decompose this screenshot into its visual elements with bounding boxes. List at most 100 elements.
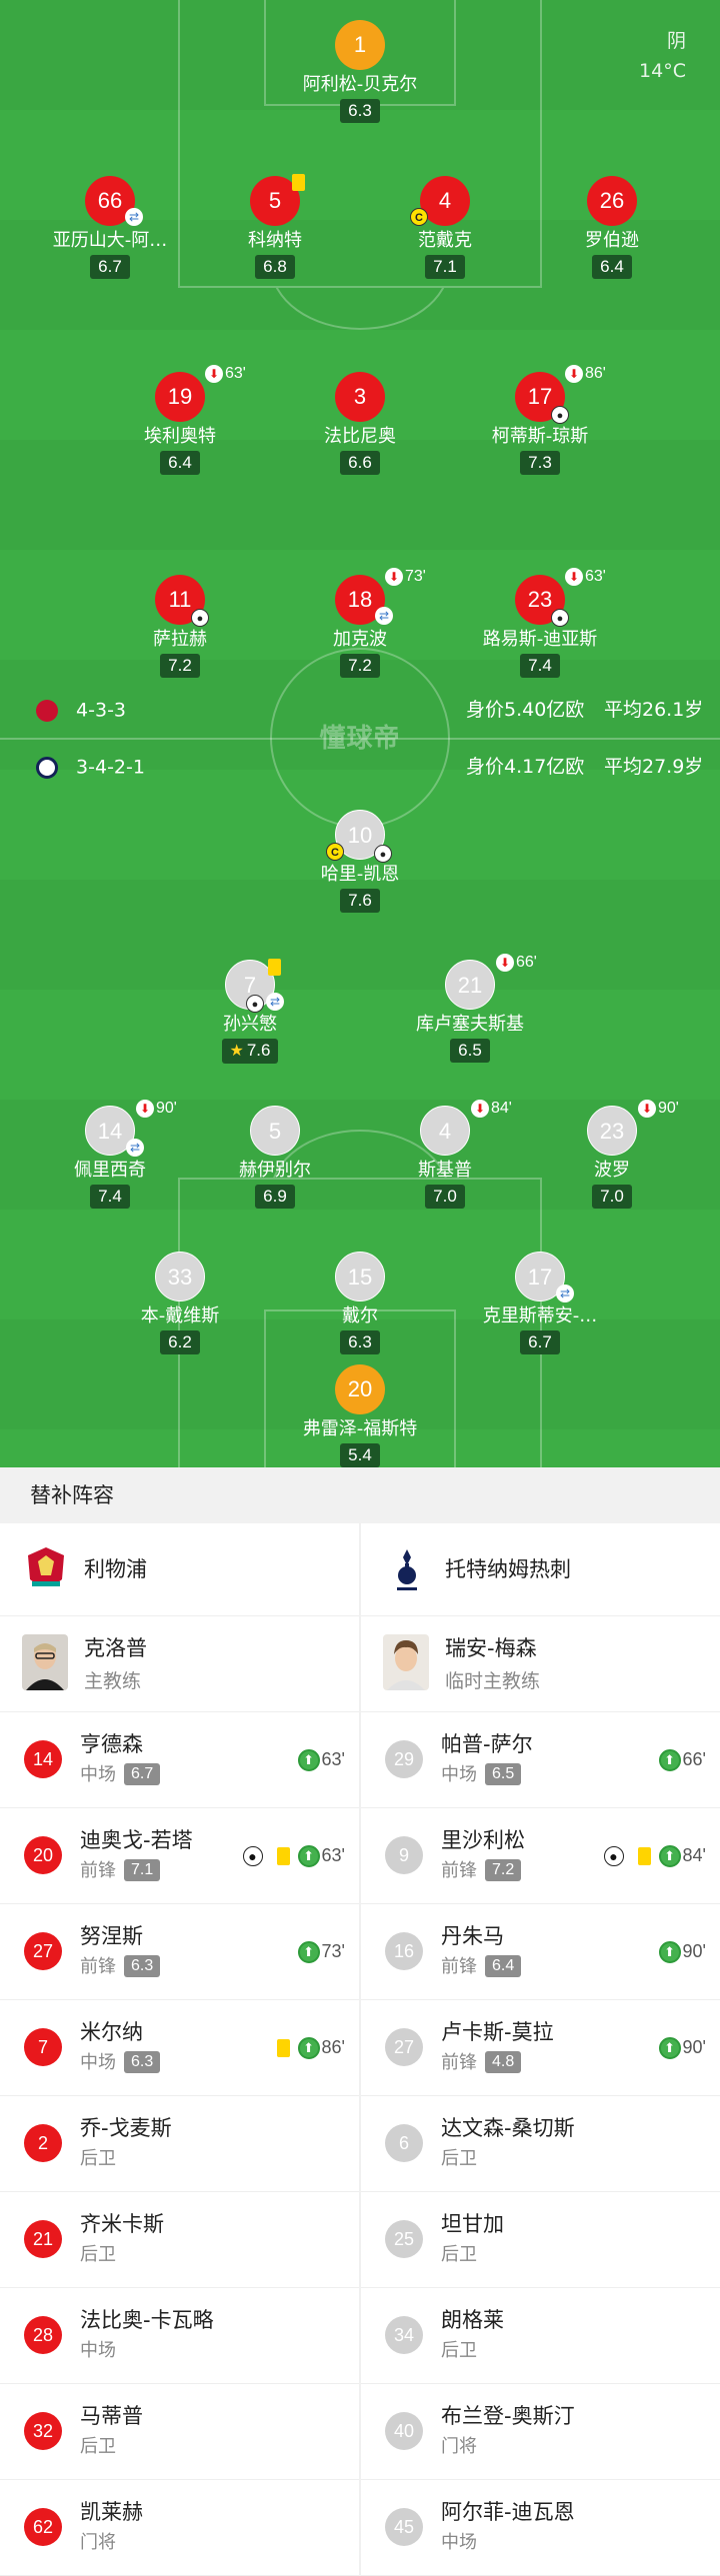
- sub-off-minute: 63': [225, 365, 246, 382]
- bench-player-number: 16: [385, 1932, 423, 1970]
- player-number-badge: 21⬇66': [445, 953, 537, 1010]
- player-name: 斯基普: [418, 1160, 472, 1181]
- player-name: 埃利奥特: [144, 426, 216, 447]
- away-coach-row[interactable]: 瑞安-梅森 临时主教练: [361, 1616, 720, 1712]
- home-coach-avatar: [22, 1634, 68, 1690]
- away-average-age: 平均27.9岁: [604, 756, 704, 778]
- bench-player-name: 亨德森: [80, 1732, 143, 1756]
- liverpool-logo-icon: [28, 1547, 64, 1586]
- bench-divider: [359, 1523, 361, 2576]
- sub-on-minute: 90': [682, 1941, 706, 1961]
- home-team-name: 利物浦: [84, 1557, 147, 1581]
- sub-on-minute: 73': [321, 1941, 345, 1961]
- player-rating-value: 6.6: [348, 453, 372, 472]
- player-rating: 7.0: [425, 1185, 465, 1209]
- away-player[interactable]: 17⇄克里斯蒂安-…6.7: [445, 1252, 635, 1354]
- player-number-badge: 3: [335, 372, 385, 422]
- sub-on-arrow-icon: ⬆: [658, 1749, 681, 1772]
- player-rating-value: 6.5: [458, 1041, 482, 1060]
- bench-player-name: 阿尔菲-迪瓦恩: [441, 2500, 575, 2524]
- captain-badge-icon: C: [326, 843, 344, 861]
- sub-off-indicator: ⬇66': [496, 953, 537, 973]
- lineup-pitch: 懂球帝 阴 14°C 4-3-3 身价5.40亿欧 平均26.1岁 3-4-2-…: [0, 0, 720, 1467]
- bench-player-position: 中场: [441, 2532, 477, 2553]
- away-player[interactable]: 7●⇄孙兴慜★7.6: [155, 959, 345, 1064]
- player-number: 66: [97, 188, 123, 213]
- bench-player-position-line: 中场: [441, 2530, 477, 2556]
- bench-player-number: 7: [24, 2028, 62, 2066]
- star-icon: ★: [229, 1043, 244, 1060]
- sub-off-minute: 73': [405, 568, 426, 585]
- home-team-row[interactable]: 利物浦: [0, 1523, 359, 1616]
- bench-player-number: 20: [24, 1836, 62, 1874]
- home-coach-row[interactable]: 克洛普 主教练: [0, 1616, 359, 1712]
- player-rating: 7.3: [520, 451, 560, 475]
- away-team-row[interactable]: 托特纳姆热刺: [361, 1523, 720, 1616]
- player-number: 4: [438, 188, 452, 213]
- player-name: 波罗: [594, 1160, 630, 1181]
- bench-player-name: 乔-戈麦斯: [80, 2116, 172, 2140]
- soccer-ball-icon: ●: [551, 609, 569, 627]
- sub-off-minute: 63': [585, 568, 606, 585]
- bench-player-position-line: 门将: [441, 2434, 477, 2460]
- player-number-badge: 20: [335, 1364, 385, 1414]
- sub-on-minute: 63': [321, 1749, 345, 1769]
- bench-player-number: 34: [385, 2316, 423, 2354]
- bench-player-position: 中场: [441, 1764, 477, 1785]
- player-number-badge: 7●⇄: [225, 959, 284, 1013]
- player-name: 戴尔: [342, 1305, 378, 1326]
- away-team-name: 托特纳姆热刺: [445, 1557, 571, 1581]
- player-name: 赫伊别尔: [239, 1160, 311, 1181]
- home-player[interactable]: 66⇄亚历山大-阿…6.7: [15, 176, 205, 279]
- bench-player-name: 布兰登-奥斯汀: [441, 2404, 575, 2428]
- sub-on-minute: 86': [321, 2037, 345, 2057]
- swap-icon: ⇄: [375, 607, 393, 625]
- away-formation: 3-4-2-1: [76, 756, 145, 779]
- player-name: 本-戴维斯: [140, 1305, 220, 1326]
- player-number-badge: 23⬇90': [587, 1099, 679, 1156]
- player-rating-value: 7.0: [433, 1187, 457, 1206]
- bench-player-name: 迪奥戈-若塔: [80, 1828, 193, 1852]
- player-number-badge: 19⬇63': [155, 364, 246, 422]
- yellow-card-icon: [637, 1847, 651, 1866]
- sub-off-arrow-icon: ⬇: [496, 953, 514, 972]
- player-rating-value: 7.6: [348, 891, 372, 910]
